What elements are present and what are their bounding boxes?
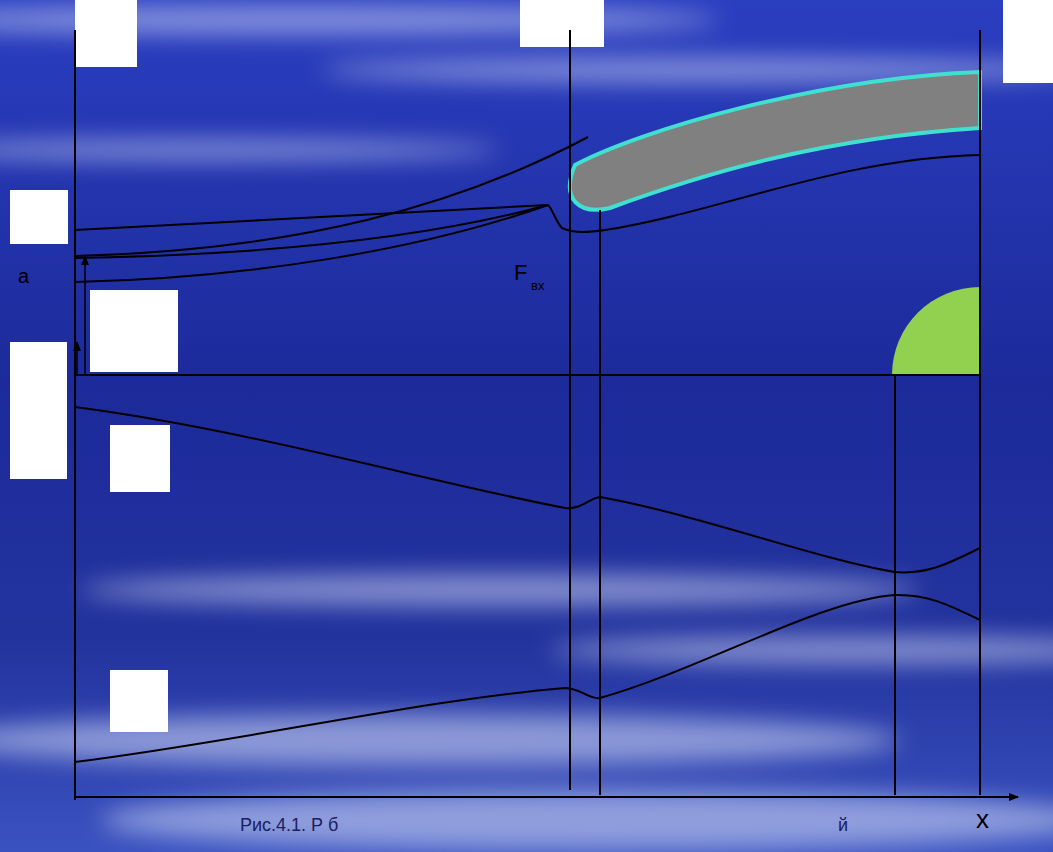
diagram-label: й [838, 816, 848, 834]
diagram-label: Рис.4.1. Р б [240, 816, 338, 834]
diagram-label: a [18, 266, 29, 286]
diagram-label: x [976, 806, 989, 832]
diagram-label: F [514, 262, 527, 284]
diagram-label: вх [531, 279, 544, 292]
